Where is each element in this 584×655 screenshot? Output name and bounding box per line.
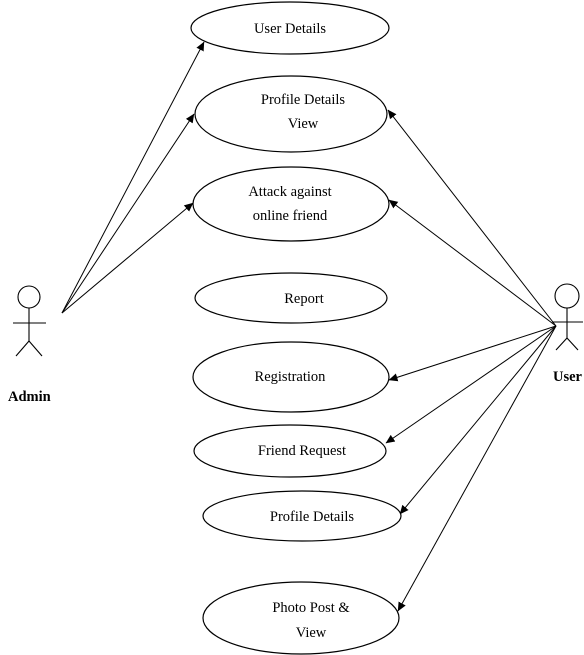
association-user-registration	[388, 325, 557, 382]
use-case-label: online friend	[253, 208, 328, 224]
use-case-label: Registration	[255, 369, 327, 385]
actor-user: User	[552, 283, 583, 385]
use-case-profile-details: Profile Details	[202, 490, 402, 542]
association-user-friend-request	[385, 325, 557, 444]
actor-admin: Admin	[8, 285, 51, 405]
association-user-profile-details-view	[387, 109, 557, 327]
use-case-label: Photo Post &	[272, 600, 350, 616]
association-admin-user-details	[61, 41, 205, 314]
association-user-profile-details	[399, 325, 557, 515]
use-case-label: Report	[284, 291, 323, 307]
association-admin-profile-details-view	[61, 113, 195, 314]
use-case-photo-post-view: Photo Post & View	[202, 581, 400, 655]
use-cases: User Details Profile Details View Attack…	[190, 1, 402, 655]
association-admin-attack-against-online-friend	[61, 202, 194, 314]
use-case-label: View	[288, 116, 319, 132]
use-case-report: Report	[194, 272, 388, 324]
association-user-attack-against-online-friend	[388, 199, 557, 327]
use-case-label: Profile Details	[270, 509, 355, 525]
use-case-label: Attack against	[248, 184, 331, 200]
association-lines	[61, 41, 557, 612]
use-case-label: Friend Request	[258, 443, 346, 459]
use-case-attack-against-online-friend: Attack against online friend	[192, 166, 390, 242]
use-case-user-details: User Details	[190, 1, 390, 55]
use-case-registration: Registration	[192, 341, 390, 413]
actor-label-admin: Admin	[8, 389, 51, 405]
use-case-friend-request: Friend Request	[193, 424, 387, 478]
actor-label-user: User	[553, 369, 583, 385]
stick-figure-icon	[13, 285, 46, 357]
stick-figure-icon	[552, 283, 583, 351]
use-case-label: Profile Details	[261, 92, 346, 108]
use-case-profile-details-view: Profile Details View	[194, 75, 388, 153]
association-user-photo-post-view	[397, 325, 557, 612]
use-case-label: User Details	[254, 21, 326, 37]
use-case-label: View	[296, 625, 327, 641]
